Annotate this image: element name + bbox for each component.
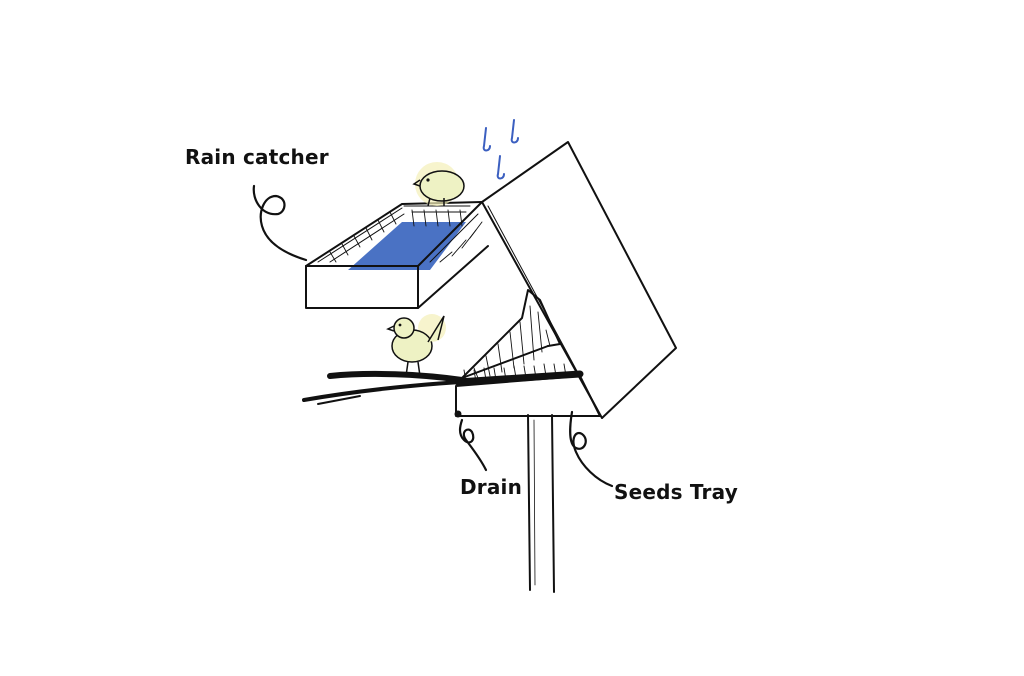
drain-hole [454,410,462,418]
rain-drop-icon [510,119,519,144]
rain-drop-icon [482,127,491,152]
seeds-tray-label: Seeds Tray [614,480,738,504]
rain-catcher-leader [252,184,308,262]
rain-catcher-label: Rain catcher [185,145,329,169]
drain-label: Drain [460,475,523,499]
seeds-tray [454,363,601,418]
leader-lines [252,184,614,488]
support-frame [461,289,561,379]
bird-icon [412,162,465,207]
rain-drops [482,119,519,180]
seeds-tray-leader [569,410,614,488]
drain-leader [458,418,488,472]
rain-drop-icon [496,155,505,180]
rain-catcher-tray [305,201,489,309]
perch-stick [302,370,465,405]
bird-icon [386,314,446,377]
feeder-pole [527,414,555,593]
